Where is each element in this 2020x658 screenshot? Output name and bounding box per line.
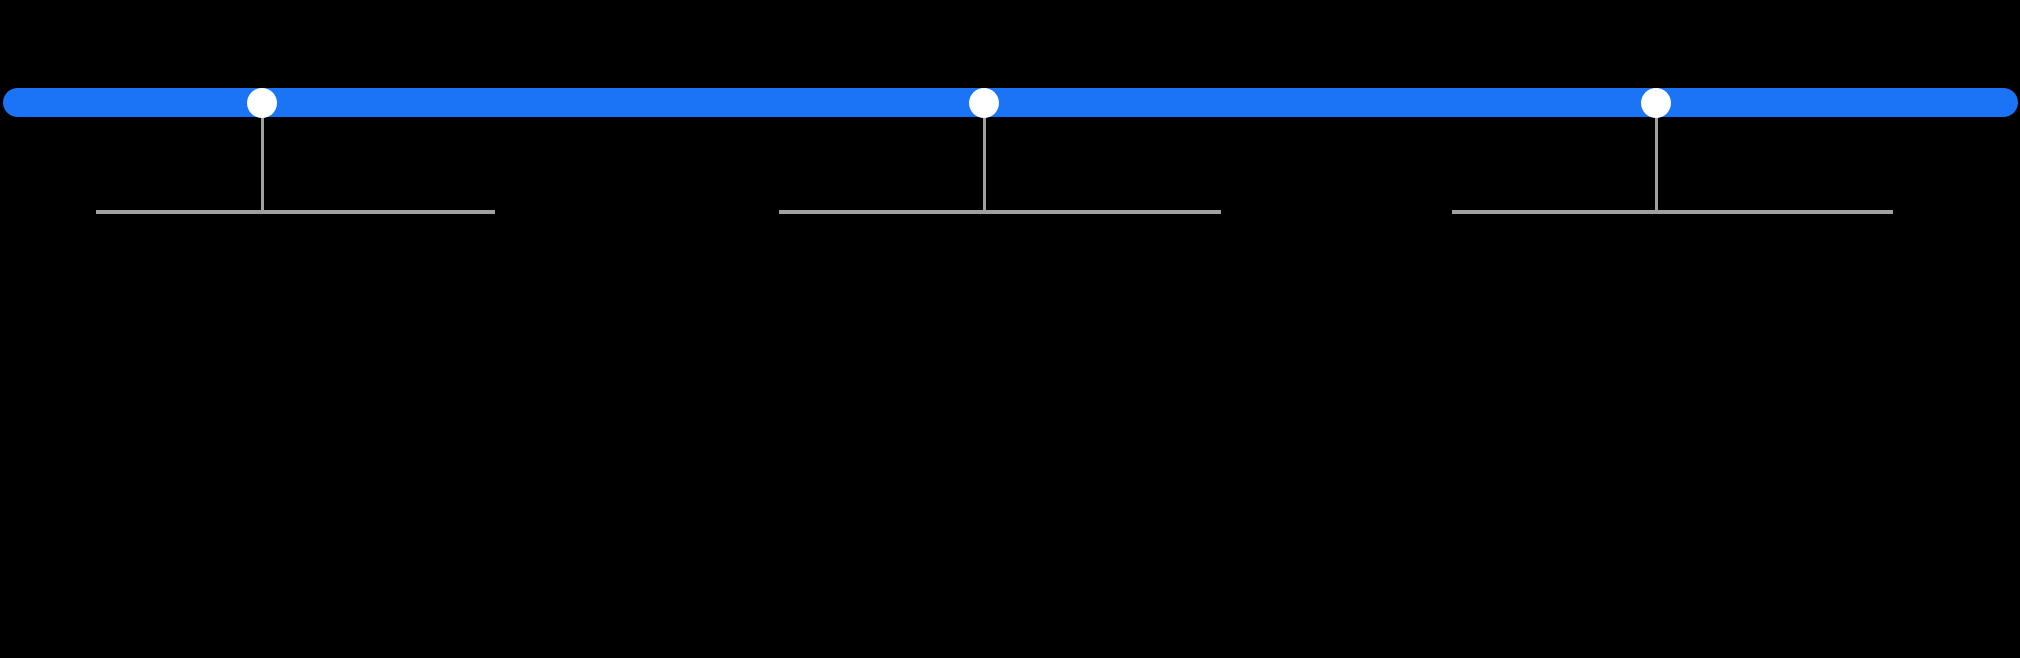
timeline-marker-2[interactable]: [969, 88, 999, 118]
timeline-marker-3[interactable]: [1641, 88, 1671, 118]
timeline-marker-1[interactable]: [247, 88, 277, 118]
tick-baseline-2: [779, 210, 1221, 214]
timeline-bar[interactable]: [3, 88, 2018, 117]
marker-stem-2: [982, 117, 986, 212]
marker-stem-1: [260, 117, 264, 212]
tick-baseline-3: [1452, 210, 1893, 214]
tick-baseline-1: [96, 210, 495, 214]
marker-stem-3: [1654, 117, 1658, 212]
